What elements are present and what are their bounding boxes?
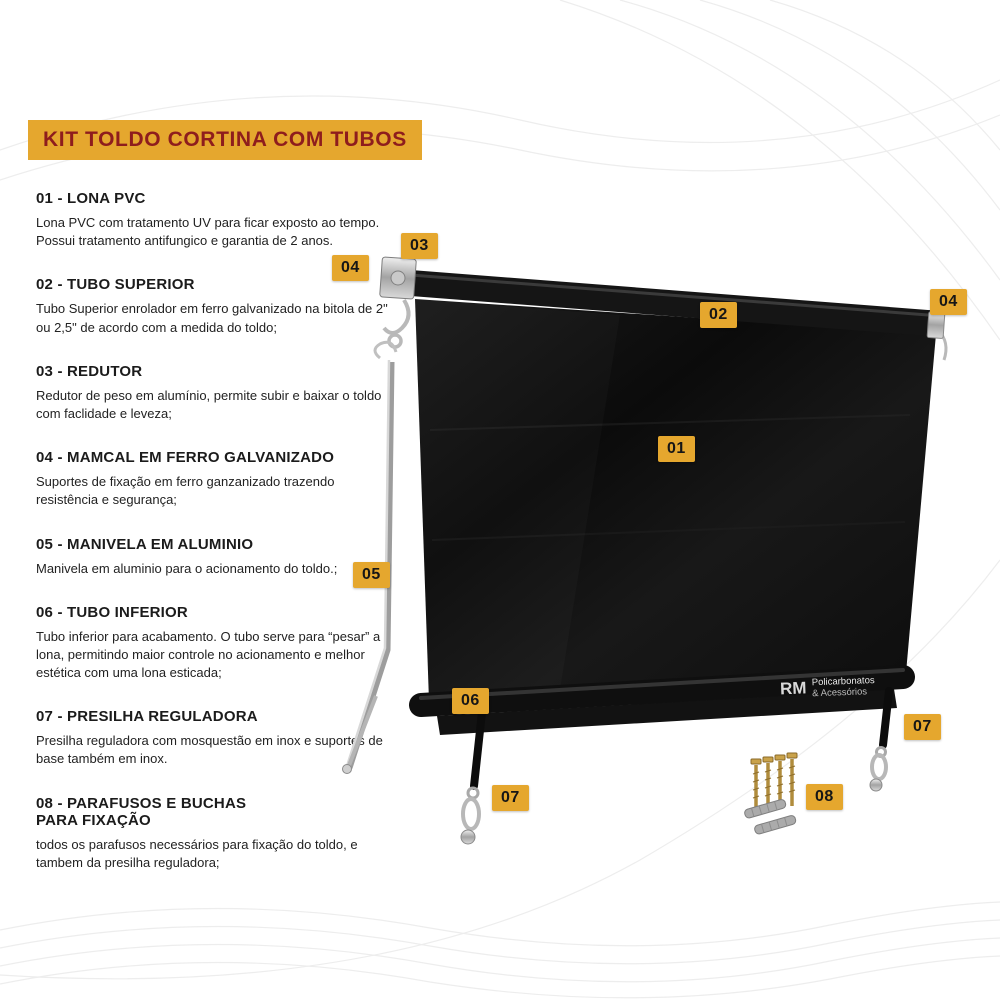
- badge-01: 01: [658, 436, 695, 462]
- badge-04-left: 04: [332, 255, 369, 281]
- badge-02: 02: [700, 302, 737, 328]
- section-08-parafusos: 08 - PARAFUSOS E BUCHAS PARA FIXAÇÃO tod…: [36, 795, 388, 872]
- section-heading: 07 - PRESILHA REGULADORA: [36, 708, 258, 726]
- top-tube: [397, 269, 942, 337]
- section-body: Lona PVC com tratamento UV para ficar ex…: [36, 215, 380, 249]
- bottom-tube: [409, 665, 915, 735]
- right-hook: [936, 328, 948, 361]
- section-body: todos os parafusos necessários para fixa…: [36, 836, 358, 870]
- section-heading: 02 - TUBO SUPERIOR: [36, 276, 195, 294]
- screws: [750, 752, 798, 812]
- section-heading: 03 - REDUTOR: [36, 362, 143, 380]
- strap-hook-right: [869, 687, 893, 792]
- section-body: Presilha reguladora com mosquestão em in…: [36, 733, 383, 767]
- section-body: Tubo inferior para acabamento. O tubo se…: [36, 628, 381, 681]
- section-04-mancal: 04 - MAMCAL EM FERRO GALVANIZADO Suporte…: [36, 449, 388, 509]
- badge-07-left: 07: [492, 785, 529, 811]
- section-heading: 05 - MANIVELA EM ALUMINIO: [36, 535, 254, 553]
- strap-hook-left: [460, 708, 486, 845]
- wall-plugs: [744, 799, 797, 835]
- awning-illustration: RM Policarbonatos & Acessórios: [342, 256, 948, 845]
- badge-03: 03: [401, 233, 438, 259]
- badge-05: 05: [353, 562, 390, 588]
- section-heading: 06 - TUBO INFERIOR: [36, 603, 188, 621]
- badge-08: 08: [806, 784, 843, 810]
- page-title: KIT TOLDO CORTINA COM TUBOS: [28, 120, 422, 160]
- pvc-canvas: [415, 299, 936, 701]
- badge-06: 06: [452, 688, 489, 714]
- section-body: Suportes de fixação em ferro ganzanizado…: [36, 474, 335, 508]
- parts-description-list: 01 - LONA PVC Lona PVC com tratamento UV…: [36, 190, 388, 898]
- rm-logo-line1: Policarbonatos: [812, 675, 875, 688]
- section-07-presilha: 07 - PRESILHA REGULADORA Presilha regula…: [36, 708, 388, 768]
- section-heading: 01 - LONA PVC: [36, 190, 146, 207]
- badge-04-right: 04: [930, 289, 967, 315]
- section-body: Redutor de peso em alumínio, permite sub…: [36, 387, 382, 421]
- section-06-tubo-inferior: 06 - TUBO INFERIOR Tubo inferior para ac…: [36, 604, 388, 683]
- rm-logo-mark: RM: [780, 678, 807, 698]
- section-03-redutor: 03 - REDUTOR Redutor de peso em alumínio…: [36, 363, 388, 423]
- right-bracket: [926, 311, 946, 339]
- section-heading: 08 - PARAFUSOS E BUCHAS PARA FIXAÇÃO: [36, 794, 247, 829]
- section-05-manivela: 05 - MANIVELA EM ALUMINIO Manivela em al…: [36, 536, 388, 578]
- rm-logo-line2: & Acessórios: [812, 686, 868, 699]
- section-body: Tubo Superior enrolador em ferro galvani…: [36, 301, 388, 335]
- badge-07-right: 07: [904, 714, 941, 740]
- section-02-tubo-superior: 02 - TUBO SUPERIOR Tubo Superior enrolad…: [36, 276, 388, 336]
- section-body: Manivela em aluminio para o acionamento …: [36, 560, 338, 576]
- section-01-lona-pvc: 01 - LONA PVC Lona PVC com tratamento UV…: [36, 190, 388, 250]
- rm-logo: RM Policarbonatos & Acessórios: [780, 675, 875, 699]
- section-heading: 04 - MAMCAL EM FERRO GALVANIZADO: [36, 449, 335, 467]
